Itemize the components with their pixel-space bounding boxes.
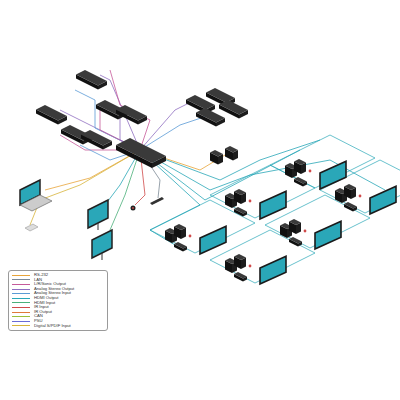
legend-swatch xyxy=(12,321,30,322)
shape xyxy=(260,256,286,284)
legend-row: HDMI Input xyxy=(12,301,104,306)
legend-row: CAN xyxy=(12,314,104,319)
zone-outlines xyxy=(150,135,400,283)
legend-swatch xyxy=(12,316,30,317)
legend-swatch xyxy=(12,298,30,299)
shape xyxy=(200,226,226,254)
shape xyxy=(116,138,166,163)
legend-swatch xyxy=(12,289,30,290)
shape xyxy=(289,219,301,225)
legend-text: Digital S/PDIF Input xyxy=(34,324,71,329)
shape xyxy=(344,184,356,190)
legend-row: IR Input xyxy=(12,305,104,310)
legend-swatch xyxy=(12,284,30,285)
shape xyxy=(320,161,346,189)
shape xyxy=(294,159,306,165)
legend-swatch xyxy=(12,325,30,326)
shape xyxy=(225,146,238,153)
ir-eye xyxy=(249,200,252,203)
shape xyxy=(234,207,247,214)
wire xyxy=(270,135,375,188)
monitors xyxy=(88,197,164,260)
ir-eye xyxy=(359,195,362,198)
shape xyxy=(344,202,357,209)
shape xyxy=(174,242,187,249)
legend-swatch xyxy=(12,293,30,294)
legend-row: RS-232 xyxy=(12,273,104,278)
legend-panel: RS-232LANL/R/Sonic OutputAnalog Stereo O… xyxy=(8,270,108,331)
shape xyxy=(36,105,67,121)
device-boxes xyxy=(36,70,396,284)
legend-row: Digital S/PDIF Input xyxy=(12,324,104,329)
legend-swatch xyxy=(12,279,30,280)
legend-swatch xyxy=(12,275,30,276)
legend-swatch xyxy=(12,307,30,308)
ir-eye xyxy=(309,170,312,173)
legend-swatch xyxy=(12,312,30,313)
shape xyxy=(76,70,107,86)
shape xyxy=(289,237,302,244)
pc-laptop xyxy=(20,180,52,231)
wire xyxy=(320,160,400,213)
shape xyxy=(370,186,396,214)
shape xyxy=(260,191,286,219)
shape xyxy=(294,177,307,184)
shape xyxy=(234,254,246,260)
shape xyxy=(234,189,246,195)
signal-wires xyxy=(30,70,385,245)
ir-eye xyxy=(249,265,252,268)
ir-eye xyxy=(189,235,192,238)
legend-swatch xyxy=(12,302,30,303)
shape xyxy=(174,224,186,230)
shape xyxy=(234,272,247,279)
ir-eye xyxy=(304,230,307,233)
shape xyxy=(219,100,248,115)
shape xyxy=(315,221,341,249)
legend-row: HDMI Output xyxy=(12,296,104,301)
shape xyxy=(81,130,112,146)
shape xyxy=(196,108,225,123)
shape xyxy=(206,88,235,103)
shape xyxy=(116,105,147,121)
shape xyxy=(210,150,223,157)
legend-row: IR Output xyxy=(12,310,104,315)
